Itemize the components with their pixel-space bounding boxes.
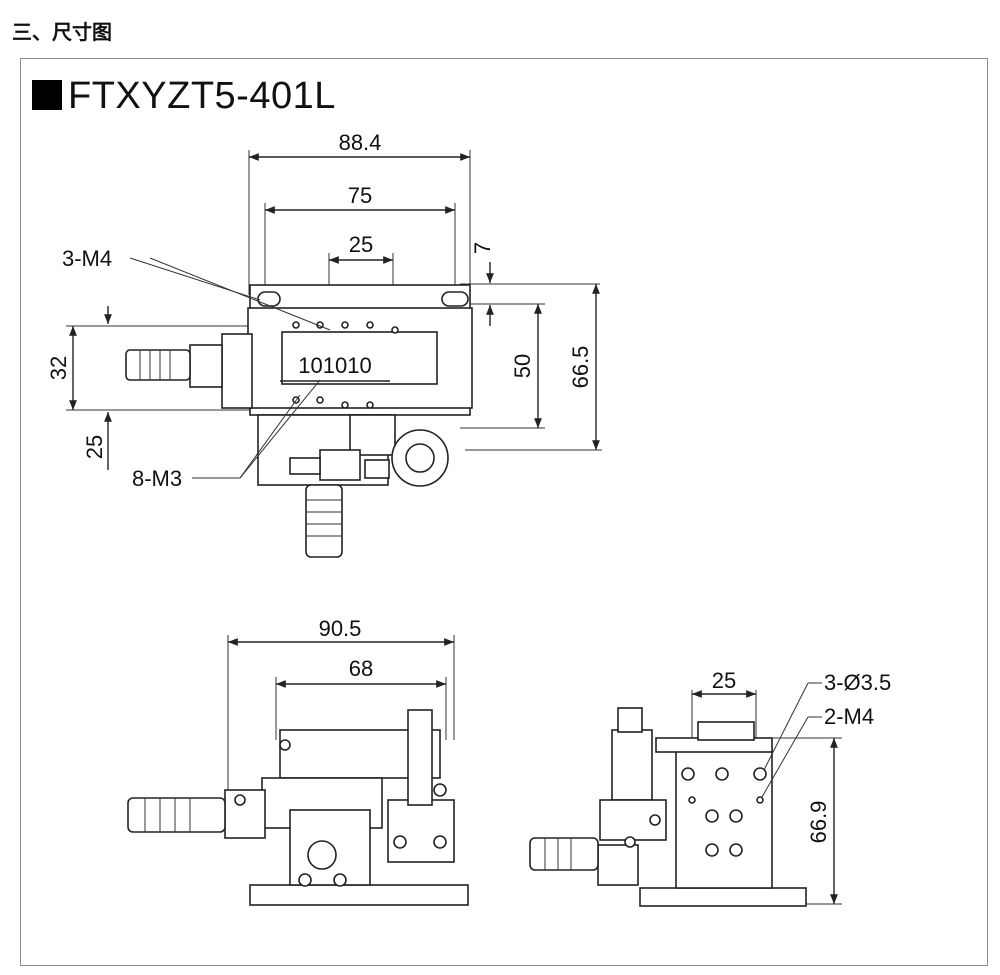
micrometer-thimble (125, 349, 191, 381)
clamp-block (319, 449, 361, 481)
lock-screw (289, 457, 321, 475)
side-block (387, 799, 455, 863)
front-knob (307, 840, 337, 870)
thimble-knurl (139, 350, 171, 380)
dim-side-pitch: 25 (712, 668, 736, 693)
lock-screw-right (364, 459, 390, 479)
leader-line (763, 682, 809, 771)
dim-hole-pitch: 25 (349, 232, 373, 257)
side-hole (705, 809, 719, 823)
leader-line (761, 716, 809, 798)
screw-head (234, 794, 246, 806)
screw-head (298, 873, 312, 887)
side-clamp (697, 721, 755, 741)
side-view: 25 66.9 3-Ø3.5 2-M4 (529, 668, 891, 907)
top-view: 88.4 75 25 7 50 66.5 32 25 (46, 130, 602, 558)
dim-overall-height: 66.5 (568, 346, 593, 389)
side-base (639, 887, 807, 907)
callout-tapped-holes: 2-M4 (824, 704, 874, 729)
slot-right (441, 291, 469, 307)
leader-line (239, 379, 321, 479)
side-cap (617, 707, 643, 733)
screw-head (279, 739, 291, 751)
screw-head (433, 783, 447, 797)
lower-knurl (306, 499, 342, 537)
section-title: 三、尺寸图 (12, 20, 112, 44)
side-hole (705, 843, 719, 857)
side-hole (753, 767, 767, 781)
callout-bottom-holes: 8-M3 (132, 466, 182, 491)
dim-front-inner-width: 68 (349, 656, 373, 681)
knob-inner (405, 443, 435, 473)
dim-hole-span: 75 (348, 183, 372, 208)
side-hole (681, 767, 695, 781)
leader-line (239, 394, 301, 479)
front-view: 90.5 68 (127, 616, 469, 906)
front-knurl (144, 798, 191, 832)
screw-head (393, 835, 407, 849)
dim-left-span: 32 (46, 356, 71, 380)
leader-line (149, 257, 331, 331)
square-bullet-icon (32, 80, 62, 110)
screw-head (433, 835, 447, 849)
dim-front-overall-width: 90.5 (319, 616, 362, 641)
side-column (611, 729, 653, 801)
side-hole (729, 809, 743, 823)
side-housing (597, 844, 639, 886)
side-micrometer (529, 837, 599, 871)
dim-offset: 7 (470, 242, 495, 254)
x-micrometer-thimble (127, 797, 226, 833)
hole-row-top (292, 321, 399, 334)
screw-head (649, 814, 661, 826)
lower-micrometer (305, 484, 343, 558)
dim-pitch-row: 101010 (298, 353, 371, 378)
model-name: FTXYZT5-401L (68, 75, 336, 117)
bracket (349, 414, 396, 456)
micrometer-sleeve (189, 344, 223, 388)
slot-left (257, 291, 281, 307)
base-plate (249, 884, 469, 906)
dim-overall-width: 88.4 (339, 130, 382, 155)
micrometer-housing (221, 333, 253, 409)
dim-left-offset: 25 (82, 435, 107, 459)
callout-through-holes: 3-Ø3.5 (824, 670, 891, 695)
screw-head (624, 836, 636, 848)
side-hole-small (688, 796, 696, 804)
drawing-frame (20, 58, 988, 966)
vertical-micrometer (407, 709, 433, 806)
side-hole (729, 843, 743, 857)
model-title: FTXYZT5-401L (32, 70, 336, 122)
slider-block (281, 331, 438, 385)
screw-head (333, 873, 347, 887)
side-knurl (544, 838, 572, 870)
dim-side-height: 66.9 (806, 801, 831, 844)
callout-top-holes: 3-M4 (62, 246, 112, 271)
dim-travel-height: 50 (510, 354, 535, 378)
side-hole-small (756, 796, 764, 804)
side-hole (715, 767, 729, 781)
